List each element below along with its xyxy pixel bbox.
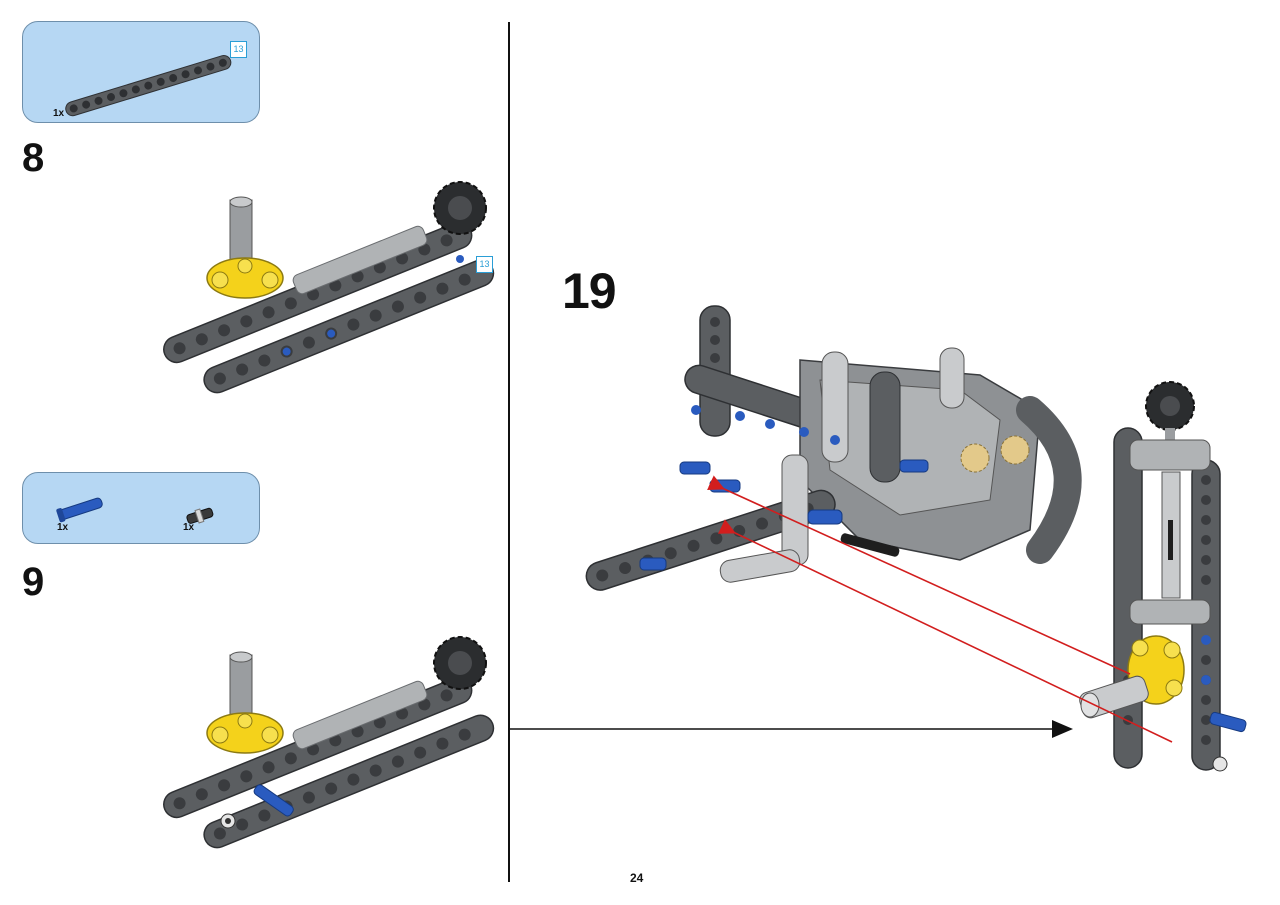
step9-parts-box: 1x 1x [22, 472, 260, 544]
friction-pin-icon [220, 813, 236, 829]
step19-sub-assembly [1079, 381, 1247, 772]
gear-24-tooth-icon [433, 636, 487, 690]
length-badge: 13 [230, 41, 247, 58]
part-quantity: 1x [53, 108, 65, 119]
step9-assembly [163, 636, 495, 849]
step8-parts-box: 1x 13 [22, 21, 260, 123]
page-number: 24 [630, 871, 644, 885]
length-badge: 13 [476, 256, 493, 273]
step-number: 8 [22, 136, 44, 180]
hub-yellow-icon [206, 712, 284, 754]
axle-pin-blue-icon [253, 784, 294, 817]
part-quantity: 1x [183, 522, 195, 533]
axle-pin-blue-icon [56, 497, 103, 523]
liftarm-13-icon [65, 55, 232, 117]
hub-yellow-icon [206, 257, 284, 299]
step-number: 9 [22, 560, 44, 604]
step8-assembly [163, 181, 495, 394]
gear-24-tooth-icon [433, 181, 487, 235]
gear-24-tooth-icon [1145, 381, 1195, 431]
friction-pin-icon [186, 507, 214, 524]
part-quantity: 1x [57, 522, 69, 533]
step19-main-assembly [585, 305, 1082, 591]
step-number: 19 [562, 263, 617, 319]
page-divider [508, 22, 510, 882]
